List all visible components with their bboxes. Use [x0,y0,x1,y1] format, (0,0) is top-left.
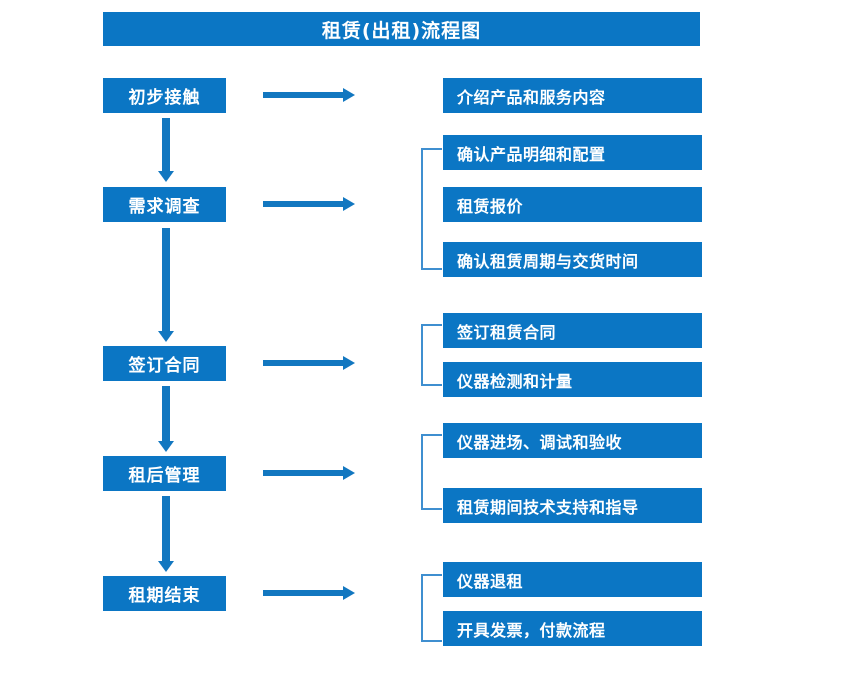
vertical-arrow-3 [158,386,174,452]
detail-box-1[interactable]: 介绍产品和服务内容 [443,78,702,113]
arrow-shaft [162,228,170,331]
vertical-arrow-1 [158,118,174,182]
arrow-shaft [162,118,170,171]
vertical-arrow-2 [158,228,174,342]
arrow-head [158,331,174,342]
group-bracket-3 [421,324,442,386]
arrow-head [343,88,355,102]
arrow-shaft [263,470,345,476]
detail-box-7[interactable]: 仪器进场、调试和验收 [443,423,702,458]
detail-box-4[interactable]: 确认租赁周期与交货时间 [443,242,702,277]
detail-box-6[interactable]: 仪器检测和计量 [443,362,702,397]
arrow-shaft [162,386,170,441]
arrow-shaft [263,360,345,366]
arrow-head [158,561,174,572]
stage-box-3[interactable]: 签订合同 [103,346,226,381]
detail-box-3[interactable]: 租赁报价 [443,187,702,222]
arrow-head [158,441,174,452]
group-bracket-4 [421,434,442,510]
detail-box-5[interactable]: 签订租赁合同 [443,313,702,348]
group-bracket-5 [421,574,442,642]
arrow-head [343,466,355,480]
group-bracket-2 [421,148,442,270]
arrow-head [343,586,355,600]
detail-box-10[interactable]: 开具发票，付款流程 [443,611,702,646]
detail-box-9[interactable]: 仪器退租 [443,562,702,597]
arrow-shaft [263,590,345,596]
stage-box-4[interactable]: 租后管理 [103,456,226,491]
detail-box-8[interactable]: 租赁期间技术支持和指导 [443,488,702,523]
chart-title: 租赁(出租)流程图 [103,12,700,46]
arrow-head [343,197,355,211]
arrow-head [158,171,174,182]
arrow-shaft [263,201,345,207]
stage-box-5[interactable]: 租期结束 [103,576,226,611]
arrow-shaft [162,496,170,561]
vertical-arrow-4 [158,496,174,572]
detail-box-2[interactable]: 确认产品明细和配置 [443,135,702,170]
arrow-head [343,356,355,370]
stage-box-2[interactable]: 需求调查 [103,187,226,222]
stage-box-1[interactable]: 初步接触 [103,78,226,113]
arrow-shaft [263,92,345,98]
